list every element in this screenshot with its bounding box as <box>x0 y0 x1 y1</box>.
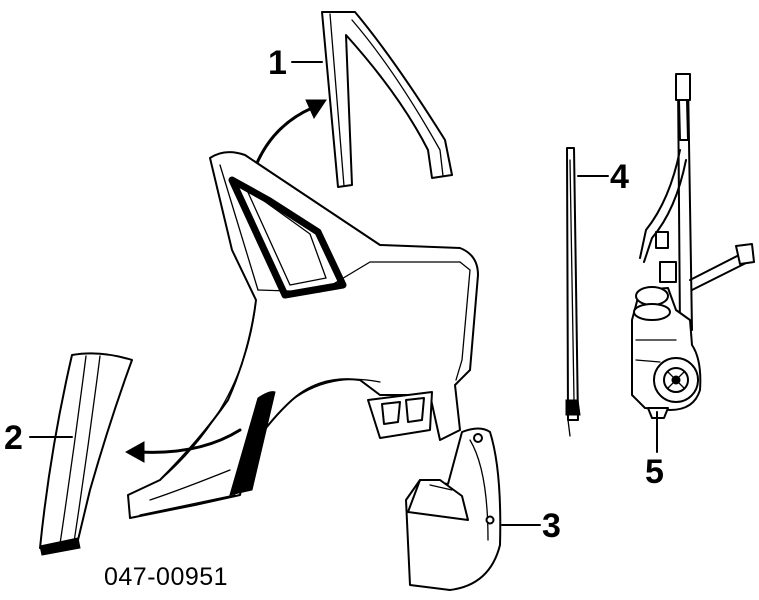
glass-run-channel-icon <box>321 11 453 188</box>
callout-4: 4 <box>610 158 629 196</box>
pillar-trim-icon <box>39 352 133 556</box>
quarter-panel-icon <box>127 151 479 519</box>
antenna-mast-icon <box>565 147 581 437</box>
callout-3: 3 <box>542 507 561 545</box>
power-antenna-motor-icon <box>631 73 755 419</box>
leader-lines <box>29 61 658 526</box>
arrow-to-part-2-icon <box>124 428 242 463</box>
callout-2: 2 <box>4 419 23 457</box>
mud-flap-icon <box>405 427 502 591</box>
callout-1: 1 <box>268 44 287 82</box>
callout-5: 5 <box>645 453 664 491</box>
diagram-part-number: 047-00951 <box>104 563 228 591</box>
